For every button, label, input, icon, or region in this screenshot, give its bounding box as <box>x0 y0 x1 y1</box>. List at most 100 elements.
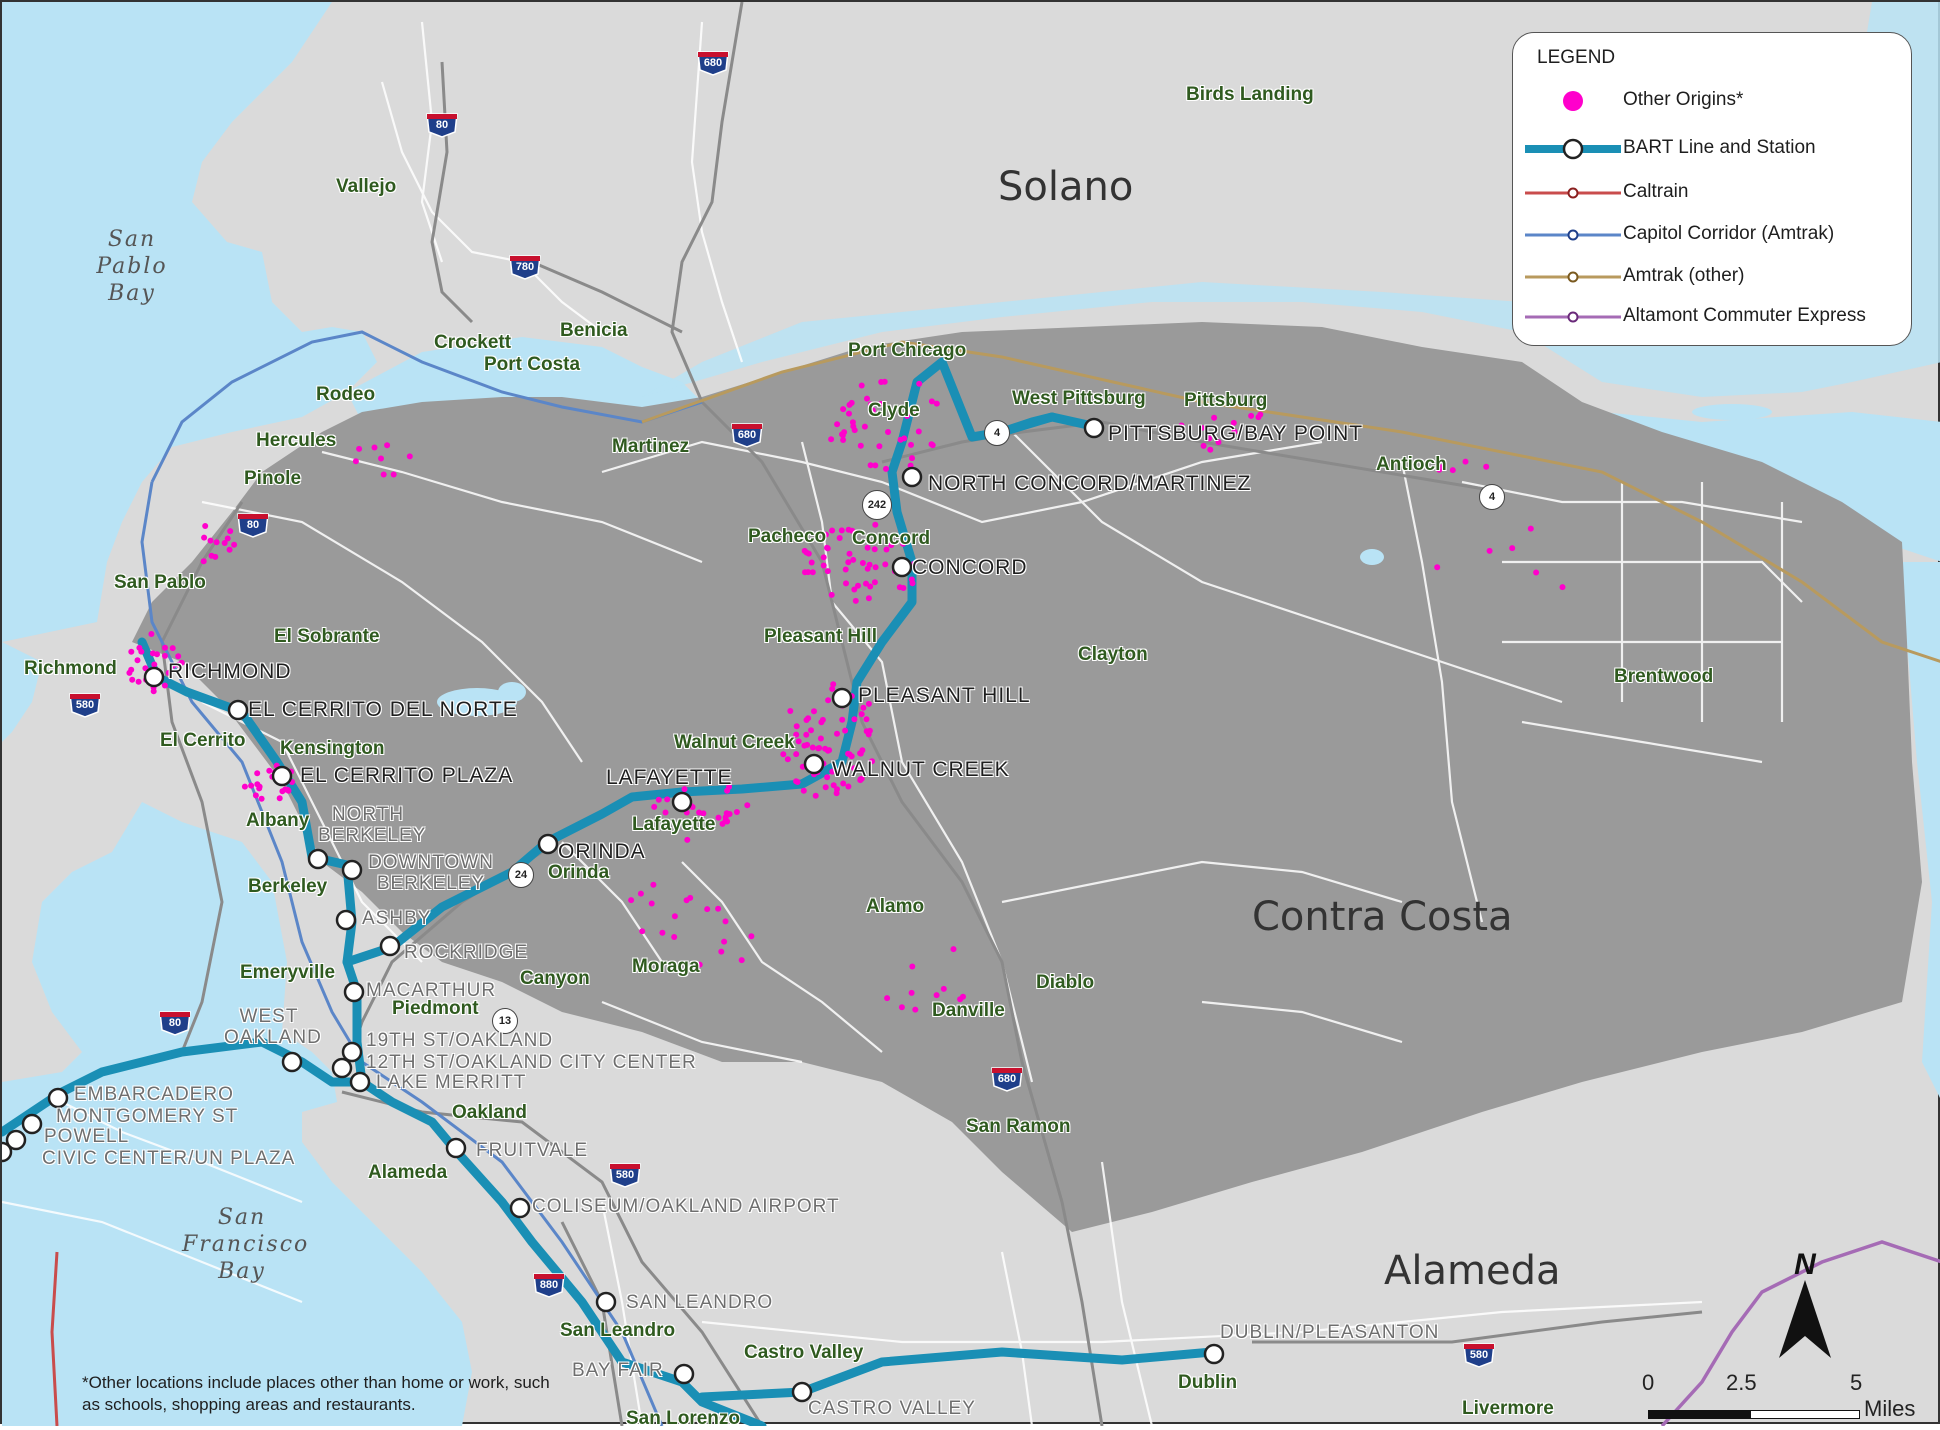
origin-point <box>852 597 859 604</box>
origin-point <box>207 537 214 544</box>
interstate-80-shield-icon: 80 <box>425 112 459 138</box>
bart-station-marker[interactable] <box>901 466 923 488</box>
origin-point <box>406 453 413 460</box>
origin-point <box>861 423 868 430</box>
caltrain-line-icon <box>1525 187 1621 199</box>
bart-station-marker[interactable] <box>21 1113 43 1135</box>
place-label: San Lorenzo <box>626 1408 741 1429</box>
origin-point <box>908 989 915 996</box>
bart-station-marker[interactable] <box>791 1381 813 1403</box>
origin-point <box>824 774 831 781</box>
origin-point <box>1215 439 1222 446</box>
origin-point <box>872 521 879 528</box>
place-label: Richmond <box>24 658 117 679</box>
origin-point <box>857 776 864 783</box>
origin-point <box>857 750 864 757</box>
bart-station-marker[interactable] <box>595 1291 617 1313</box>
place-label: Canyon <box>520 968 590 989</box>
origin-point <box>161 682 168 689</box>
route-13-shield-icon: 13 <box>492 1008 518 1034</box>
bart-station-marker[interactable] <box>281 1051 303 1073</box>
bart-station-marker[interactable] <box>349 1071 371 1093</box>
place-label: Hercules <box>256 430 337 451</box>
interstate-780-shield-icon: 780 <box>508 254 542 280</box>
origin-point <box>898 1004 905 1011</box>
bart-station-marker[interactable] <box>47 1087 69 1109</box>
bart-station-marker[interactable] <box>331 1057 353 1079</box>
station-label: POWELL <box>44 1126 130 1147</box>
bart-station-marker[interactable] <box>5 1129 27 1151</box>
interstate-580-shield-icon: 580 <box>68 692 102 718</box>
bart-station-marker[interactable] <box>227 699 249 721</box>
place-label: Benicia <box>560 320 628 341</box>
origin-point <box>933 400 940 407</box>
station-label: PLEASANT HILL <box>858 684 1031 707</box>
station-label: ASHBY <box>362 908 432 929</box>
origin-point <box>352 458 359 465</box>
bart-station-marker[interactable] <box>537 833 559 855</box>
county-label-solano: Solano <box>998 164 1134 210</box>
bart-station-marker[interactable] <box>673 1363 695 1385</box>
place-label: Pinole <box>244 468 302 489</box>
bart-station-marker[interactable] <box>891 556 913 578</box>
scale-tick: 2.5 <box>1726 1370 1757 1395</box>
station-label-north-berkeley: NORTH BERKELEY <box>318 804 427 846</box>
origin-point <box>817 735 824 742</box>
origin-point <box>863 716 870 723</box>
bart-station-marker[interactable] <box>831 687 853 709</box>
interstate-680-shield-icon: 680 <box>730 422 764 448</box>
origin-point <box>836 535 843 541</box>
bart-station-marker[interactable] <box>803 753 825 775</box>
bart-station-marker[interactable] <box>335 909 357 931</box>
bart-station-marker[interactable] <box>445 1137 467 1159</box>
origin-point <box>911 411 918 418</box>
origin-dot-icon <box>1563 91 1583 111</box>
route-242-shield-icon: 242 <box>862 490 892 520</box>
origin-point <box>851 716 858 723</box>
origin-point <box>928 398 935 405</box>
bart-station-marker[interactable] <box>1083 417 1105 439</box>
capitol-line-icon <box>1525 229 1621 241</box>
origin-point <box>808 559 815 566</box>
bart-line-icon <box>1525 138 1621 160</box>
origin-point <box>651 803 658 810</box>
origin-point <box>1434 564 1441 571</box>
station-label: DOWNTOWN BERKELEY <box>366 852 496 894</box>
bart-station-marker[interactable] <box>379 935 401 957</box>
origin-point <box>834 730 840 737</box>
origin-point <box>933 992 940 999</box>
bart-station-marker[interactable] <box>341 1041 363 1063</box>
bart-station-marker[interactable] <box>1203 1343 1225 1365</box>
origin-point <box>276 795 283 802</box>
bart-station-marker[interactable] <box>343 981 365 1003</box>
place-label: Rodeo <box>316 384 376 405</box>
legend-label: Amtrak (other) <box>1623 265 1745 286</box>
origin-point <box>805 715 812 722</box>
origin-point <box>855 582 861 589</box>
bart-station-marker[interactable] <box>143 666 165 688</box>
origin-point <box>628 897 635 904</box>
origin-point <box>748 933 755 940</box>
place-label: Alameda <box>368 1162 448 1183</box>
station-label: BAY FAIR <box>572 1360 664 1381</box>
bart-station-marker[interactable] <box>307 848 329 870</box>
origin-point <box>648 900 655 907</box>
origin-point <box>801 547 808 554</box>
bart-station-marker[interactable] <box>509 1197 531 1219</box>
interstate-880-shield-icon: 880 <box>532 1272 566 1298</box>
bart-station-marker[interactable] <box>341 859 363 881</box>
place-label: Diablo <box>1036 972 1095 993</box>
origin-point <box>661 819 668 826</box>
bart-station-marker[interactable] <box>671 791 693 813</box>
legend-label: BART Line and Station <box>1623 137 1816 158</box>
bart-station-marker[interactable] <box>271 765 293 787</box>
legend-item-ace: Altamont Commuter Express <box>1513 297 1911 337</box>
origin-point <box>829 685 836 692</box>
origin-point <box>793 751 800 758</box>
origin-point <box>849 527 856 534</box>
station-label: EL CERRITO DEL NORTE <box>248 698 518 721</box>
origin-point <box>1533 569 1540 576</box>
bart-station-marker[interactable] <box>2 1141 13 1163</box>
origin-point <box>830 681 837 688</box>
